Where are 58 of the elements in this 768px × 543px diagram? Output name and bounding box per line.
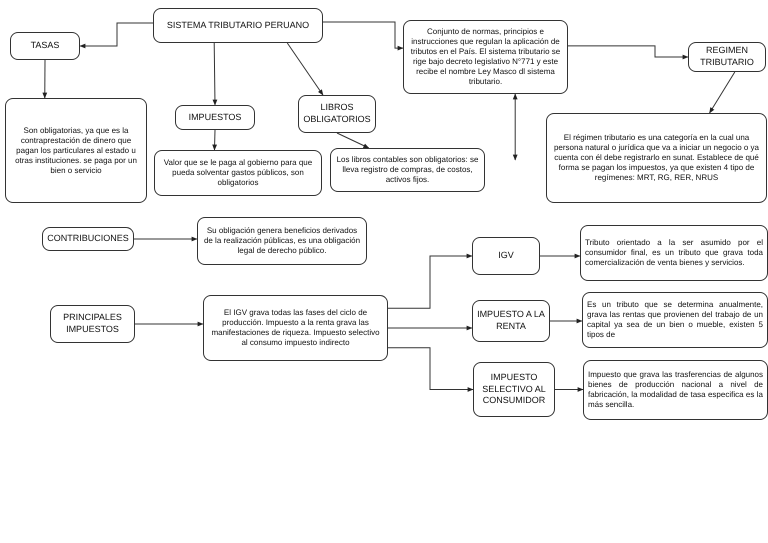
arrow xyxy=(286,42,324,96)
arrow xyxy=(540,254,581,258)
node-text: Valor que se le paga al gobierno para que pueda solventar gastos públicos, son obligatorios xyxy=(162,158,314,188)
node-text: SISTEMA TRIBUTARIO PERUANO xyxy=(166,20,310,32)
node-text: Su obligación genera beneficios derivados de la realización públicas, es una obligación legal de derecho público. xyxy=(202,226,362,256)
arrow xyxy=(134,322,204,326)
arrow xyxy=(212,130,218,151)
node-text: IGV xyxy=(498,250,514,262)
node-text: REGIMEN TRIBUTARIO xyxy=(699,45,755,69)
arrow xyxy=(709,72,736,114)
rounded-box xyxy=(403,20,568,94)
rounded-box xyxy=(582,292,768,348)
rounded-box xyxy=(688,42,766,72)
arrow xyxy=(388,254,473,309)
rounded-box xyxy=(5,98,147,203)
arrow xyxy=(42,60,48,99)
node-text: CONTRIBUCIONES xyxy=(47,233,129,245)
rounded-box xyxy=(50,305,135,343)
arrow xyxy=(554,387,584,392)
node-text: PRINCIPALES IMPUESTOS xyxy=(62,312,123,336)
arrow xyxy=(79,22,154,48)
rounded-box xyxy=(153,8,323,43)
rounded-box xyxy=(583,360,768,420)
node-text: LIBROS OBLIGATORIOS xyxy=(303,102,371,126)
node-text: TASAS xyxy=(30,40,60,52)
node-text: El régimen tributario es una categoría en la cual una persona natural o jurídica que va a iniciar un negocio o ya cuenta con él debe registrarlo en sunat. Establece de qué forma se pagan los impuestos, ya que existen 4 tipo de regímenes: MRT, RG, RER, NRUS xyxy=(552,133,760,183)
node-text: IMPUESTO SELECTIVO AL CONSUMIDOR xyxy=(481,372,547,408)
rounded-box xyxy=(473,362,555,417)
rounded-box xyxy=(330,148,485,192)
rounded-box xyxy=(203,295,388,361)
arrow xyxy=(212,42,218,106)
node-text: Son obligatorias, ya que es la contraprestación de dinero que pagan los particulares al estado u otras instituciones. se paga por un bien o servicio xyxy=(14,126,138,176)
rounded-box xyxy=(154,150,322,196)
arrow xyxy=(388,326,473,330)
rounded-box xyxy=(10,32,80,60)
node-text: IMPUESTO A LA RENTA xyxy=(477,309,545,333)
node-text: Impuesto que grava las trasferencias de algunos bienes de producción nacional a nivel de fabricación, la modalidad de tasa especifica es la más sencilla. xyxy=(588,370,763,410)
node-text: IMPUESTOS xyxy=(188,112,242,124)
rounded-box xyxy=(472,237,540,275)
arrow xyxy=(134,236,198,242)
arrow xyxy=(512,93,518,161)
rounded-box xyxy=(42,227,134,251)
arrow xyxy=(550,318,583,324)
rounded-box xyxy=(580,225,768,281)
node-text: Es un tributo que se determina anualmente, grava las rentas que provienen del trabajo de un capital ya sea de un bien o mueble, existen 5 tipos de xyxy=(587,300,763,340)
node-text: El IGV grava todas las fases del ciclo de producción. Impuesto a la renta grava las manifestaciones de riqueza. Impuesto selectivo al consumo impuesto indirecto xyxy=(210,308,381,348)
rounded-box xyxy=(472,300,550,342)
rounded-box xyxy=(175,105,255,130)
rounded-box xyxy=(197,217,367,265)
arrow xyxy=(322,22,404,51)
arrow xyxy=(336,132,370,148)
node-text: Los libros contables son obligatorios: se lleva registro de compras, de costos, activos fijos. xyxy=(336,155,480,185)
rounded-box xyxy=(298,95,376,133)
arrow xyxy=(568,45,689,60)
node-text: Conjunto de normas, principios e instrucciones que regulan la aplicación de tributos en el País. El sistema tributario se rige bajo decreto legislativo N°771 y este recibe el nombre Ley Masco dl sistema tributario. xyxy=(410,27,562,87)
rounded-box xyxy=(546,113,767,203)
node-text: Tributo orientado a la ser asumido por el consumidor final, es un tributo que grava toda comercialización de venta bienes y servicios. xyxy=(585,238,763,268)
arrow xyxy=(388,347,474,392)
